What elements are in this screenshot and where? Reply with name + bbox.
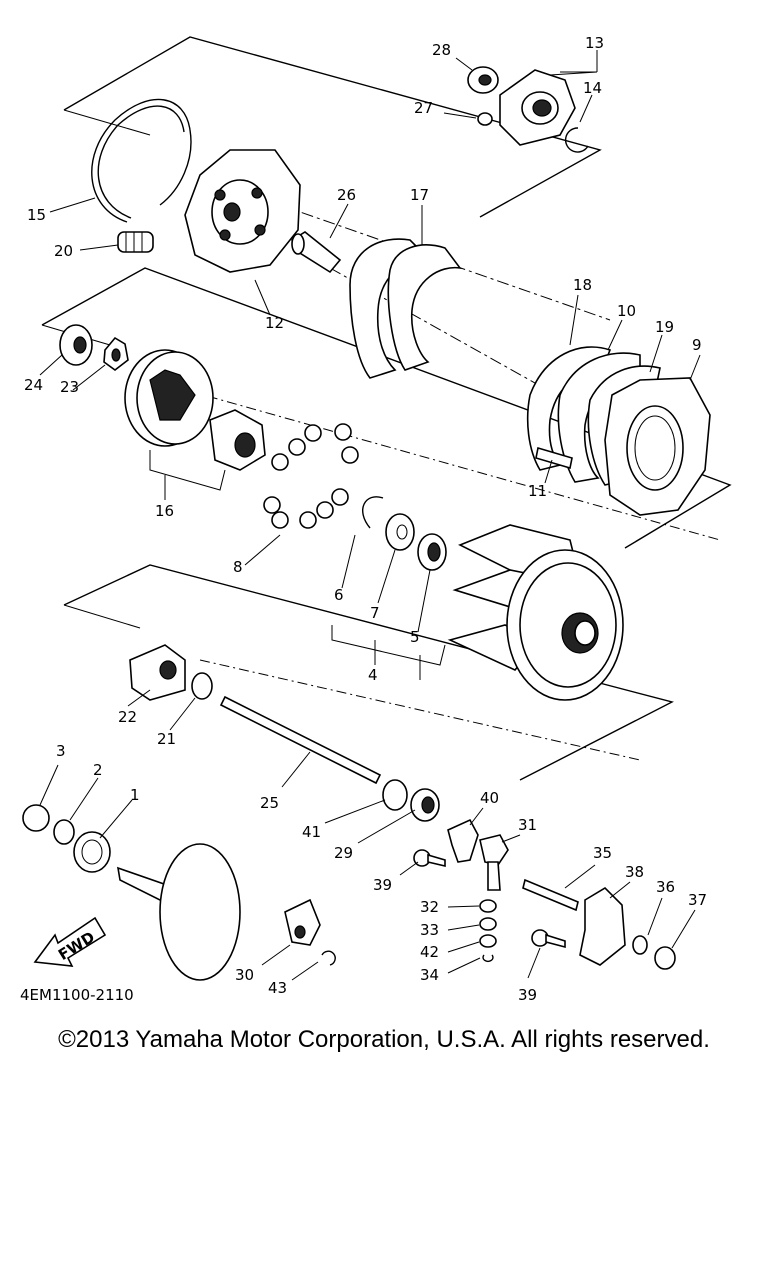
callout-6: 6 [334,586,344,604]
callout-3: 3 [56,742,66,760]
part-16-clutch-boss [124,349,266,471]
callout-35: 35 [593,844,612,862]
part-6-circlip [362,496,384,529]
callout-34: 34 [420,966,439,984]
callout-43: 43 [268,979,287,997]
callout-32: 32 [420,898,439,916]
part-26-push-rod [291,231,342,274]
part-43-clip [321,950,336,966]
part-13-plate [499,69,576,146]
part-30-lever [284,898,321,946]
drawing-code: 4EM1100-2110 [20,986,134,1004]
callout-22: 22 [118,708,137,726]
callout-38: 38 [625,863,644,881]
part-36-washer [632,935,648,955]
callout-8: 8 [233,558,243,576]
part-14-clip [564,127,589,153]
part-21-washer [191,672,213,700]
callout-28: 28 [432,41,451,59]
exploded-parts-diagram: FWD [20,34,732,1004]
part-12-pressure-plate [184,149,301,273]
part-37-nut [654,946,676,970]
callout-23: 23 [60,378,79,396]
part-31-cam [479,834,509,891]
copyright-notice: ©2013 Yamaha Motor Corporation, U.S.A. A… [58,1026,710,1053]
part-41-washer [382,779,408,811]
callout-42: 42 [420,943,439,961]
callout-10: 10 [617,302,636,320]
part-8-balls [263,423,359,529]
callout-31: 31 [518,816,537,834]
part-39-bolt-upper [413,849,446,868]
part-2-washer [53,819,75,845]
part-32-33-42-34-stack [479,899,497,963]
callout-15: 15 [27,206,46,224]
part-29-seal [410,788,440,822]
callout-39b: 39 [518,986,537,1004]
part-23-washer [103,336,129,371]
callout-30: 30 [235,966,254,984]
leader-lines [39,50,701,981]
callout-14: 14 [583,79,602,97]
callout-17: 17 [410,186,429,204]
callout-4: 4 [368,666,378,684]
callout-5: 5 [410,628,420,646]
part-25-rod [219,695,382,785]
callout-7: 7 [370,604,380,622]
part-20-spring [117,231,154,253]
part-7-washer [385,513,415,551]
part-4-clutch-housing [447,524,624,701]
part-27-bolt [477,112,493,126]
part-38-bracket [579,886,626,966]
callout-2: 2 [93,761,103,779]
callout-33: 33 [420,921,439,939]
callout-24: 24 [24,376,43,394]
callout-41: 41 [302,823,321,841]
part-15-ring [91,98,192,223]
fwd-arrow-icon: FWD [33,916,107,967]
callout-27: 27 [414,99,433,117]
callout-26: 26 [337,186,356,204]
callout-11: 11 [528,482,547,500]
part-18-plate [526,346,612,471]
part-39-bolt-lower [531,929,566,949]
callout-20: 20 [54,242,73,260]
callout-37: 37 [688,891,707,909]
group-outline-bottom [63,564,674,781]
callout-16: 16 [155,502,174,520]
callout-36: 36 [656,878,675,896]
callout-12: 12 [265,314,284,332]
part-3-nut [22,804,50,832]
callout-13: 13 [585,34,604,52]
callout-40: 40 [480,789,499,807]
primary-shaft [116,843,241,981]
callout-39a: 39 [373,876,392,894]
part-1-gear [73,831,111,873]
group-outline-top [63,36,602,218]
part-28-bearing [467,66,499,94]
callout-9: 9 [692,336,702,354]
part-9-plate [604,377,711,516]
part-40-lever [447,818,479,863]
part-22-damper [129,644,186,701]
callout-19: 19 [655,318,674,336]
part-35-bolt [522,878,579,912]
callout-18: 18 [573,276,592,294]
callout-25: 25 [260,794,279,812]
callout-labels: 28 13 14 27 15 26 17 20 12 18 10 19 9 24… [24,34,707,1004]
part-24-nut [59,324,93,366]
part-5-bushing [417,533,447,571]
part-11-bolt [535,446,573,470]
callout-1: 1 [130,786,140,804]
part-17-friction-plates [349,238,462,379]
callout-29: 29 [334,844,353,862]
callout-21: 21 [157,730,176,748]
